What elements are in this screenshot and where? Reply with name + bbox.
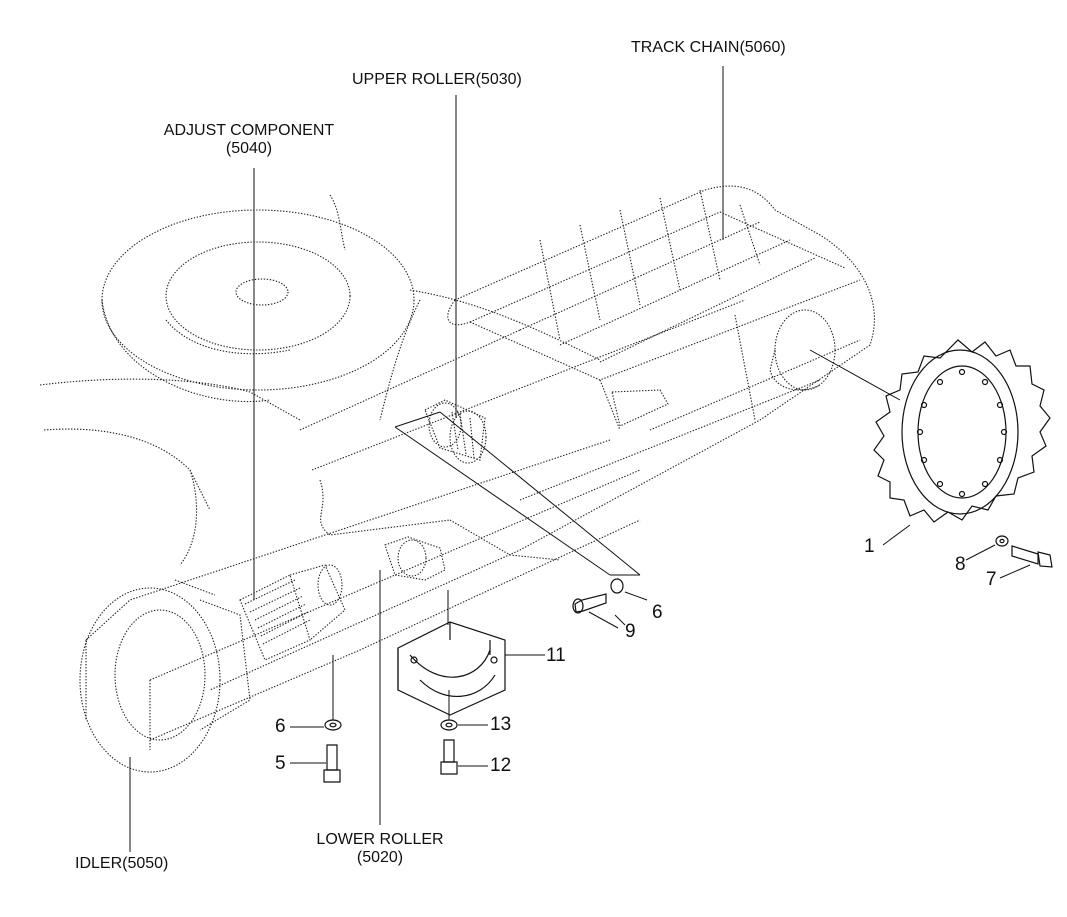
bolt-5-drawing <box>323 744 341 783</box>
adjust-component-label: ADJUST COMPONENT (5040) <box>144 122 354 158</box>
callout-11: 11 <box>546 645 566 666</box>
callout-6-right: 6 <box>652 602 663 623</box>
adjust-component-label-line2: (5040) <box>225 140 273 157</box>
idler-label: IDLER(5050) <box>75 855 169 872</box>
drive-motor-hub <box>769 309 836 391</box>
callout-12: 12 <box>490 755 512 776</box>
idler-wheel <box>79 579 251 773</box>
callout-9: 9 <box>625 621 636 642</box>
washer-8-drawing <box>995 535 1009 547</box>
bolt-9-drawing <box>572 593 607 614</box>
adjust-component-drawing <box>239 564 346 661</box>
callout-8: 8 <box>955 554 966 575</box>
upper-roller-drawing <box>424 399 487 464</box>
lower-roller-drawing <box>384 536 446 581</box>
leader-lines <box>129 66 1031 852</box>
track-chain-drawing <box>209 185 875 691</box>
upper-roller-label: UPPER ROLLER(5030) <box>352 71 522 88</box>
adjust-component-label-line1: ADJUST COMPONENT <box>163 122 335 139</box>
callout-7: 7 <box>986 569 997 590</box>
lower-frame <box>39 289 601 566</box>
bracket-drawing <box>397 621 506 716</box>
track-chain-label: TRACK CHAIN(5060) <box>631 39 786 56</box>
callout-1: 1 <box>864 536 875 557</box>
washer-6-right-drawing <box>610 578 624 594</box>
washer-6-left-drawing <box>324 719 342 731</box>
lower-roller-label: LOWER ROLLER (5020) <box>300 831 460 867</box>
bolt-7-drawing <box>1011 545 1053 568</box>
side-frame <box>85 439 641 750</box>
sprocket-drawing <box>873 339 1051 523</box>
swing-bearing <box>101 194 415 402</box>
callout-5: 5 <box>275 753 286 774</box>
washer-13-drawing <box>440 719 458 731</box>
bolt-12-drawing <box>440 739 458 775</box>
lower-roller-label-line2: (5020) <box>356 849 404 866</box>
callout-6-left: 6 <box>275 716 286 737</box>
callout-13: 13 <box>490 714 512 735</box>
lower-roller-label-line1: LOWER ROLLER <box>316 831 444 848</box>
